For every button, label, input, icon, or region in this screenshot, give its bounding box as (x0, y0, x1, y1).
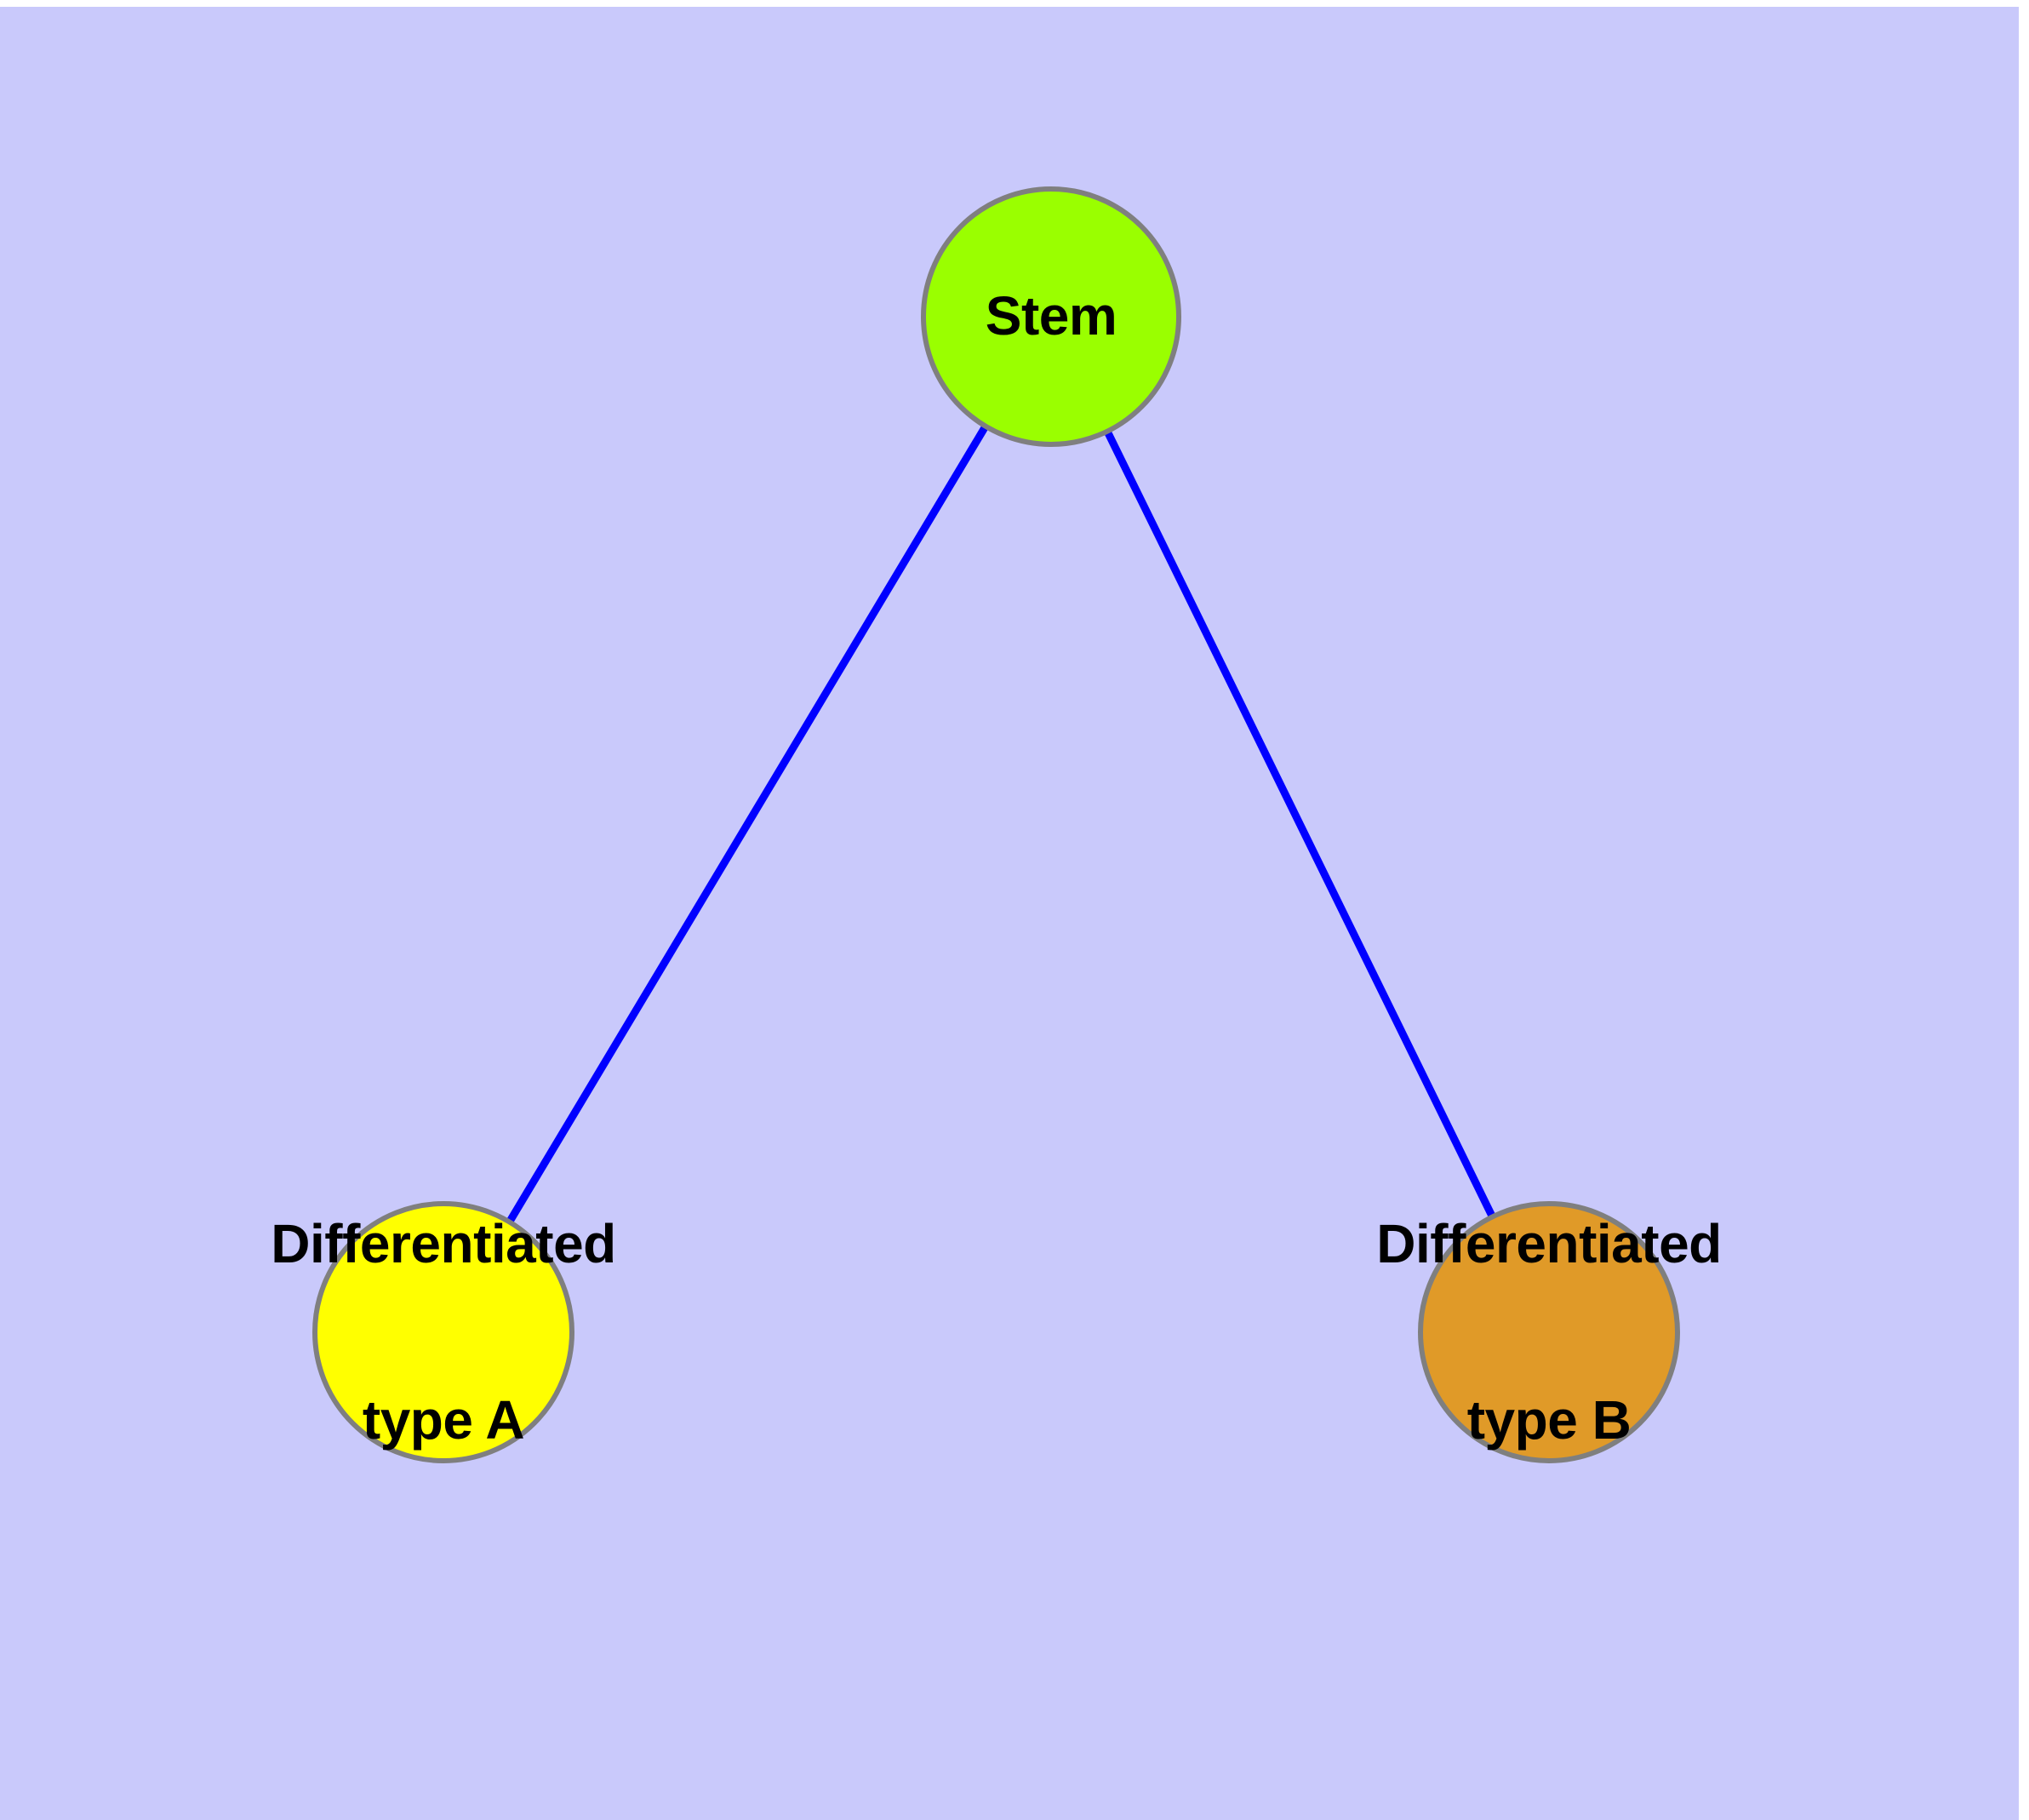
node-diff-b[interactable] (1418, 1201, 1680, 1463)
edge-layer (505, 422, 1497, 1226)
node-layer (312, 186, 1680, 1463)
node-stem[interactable] (921, 186, 1181, 447)
edge-stem-to-diff-a (505, 422, 990, 1226)
node-diff-a[interactable] (312, 1201, 574, 1463)
edge-stem-to-diff-b (1103, 427, 1497, 1221)
